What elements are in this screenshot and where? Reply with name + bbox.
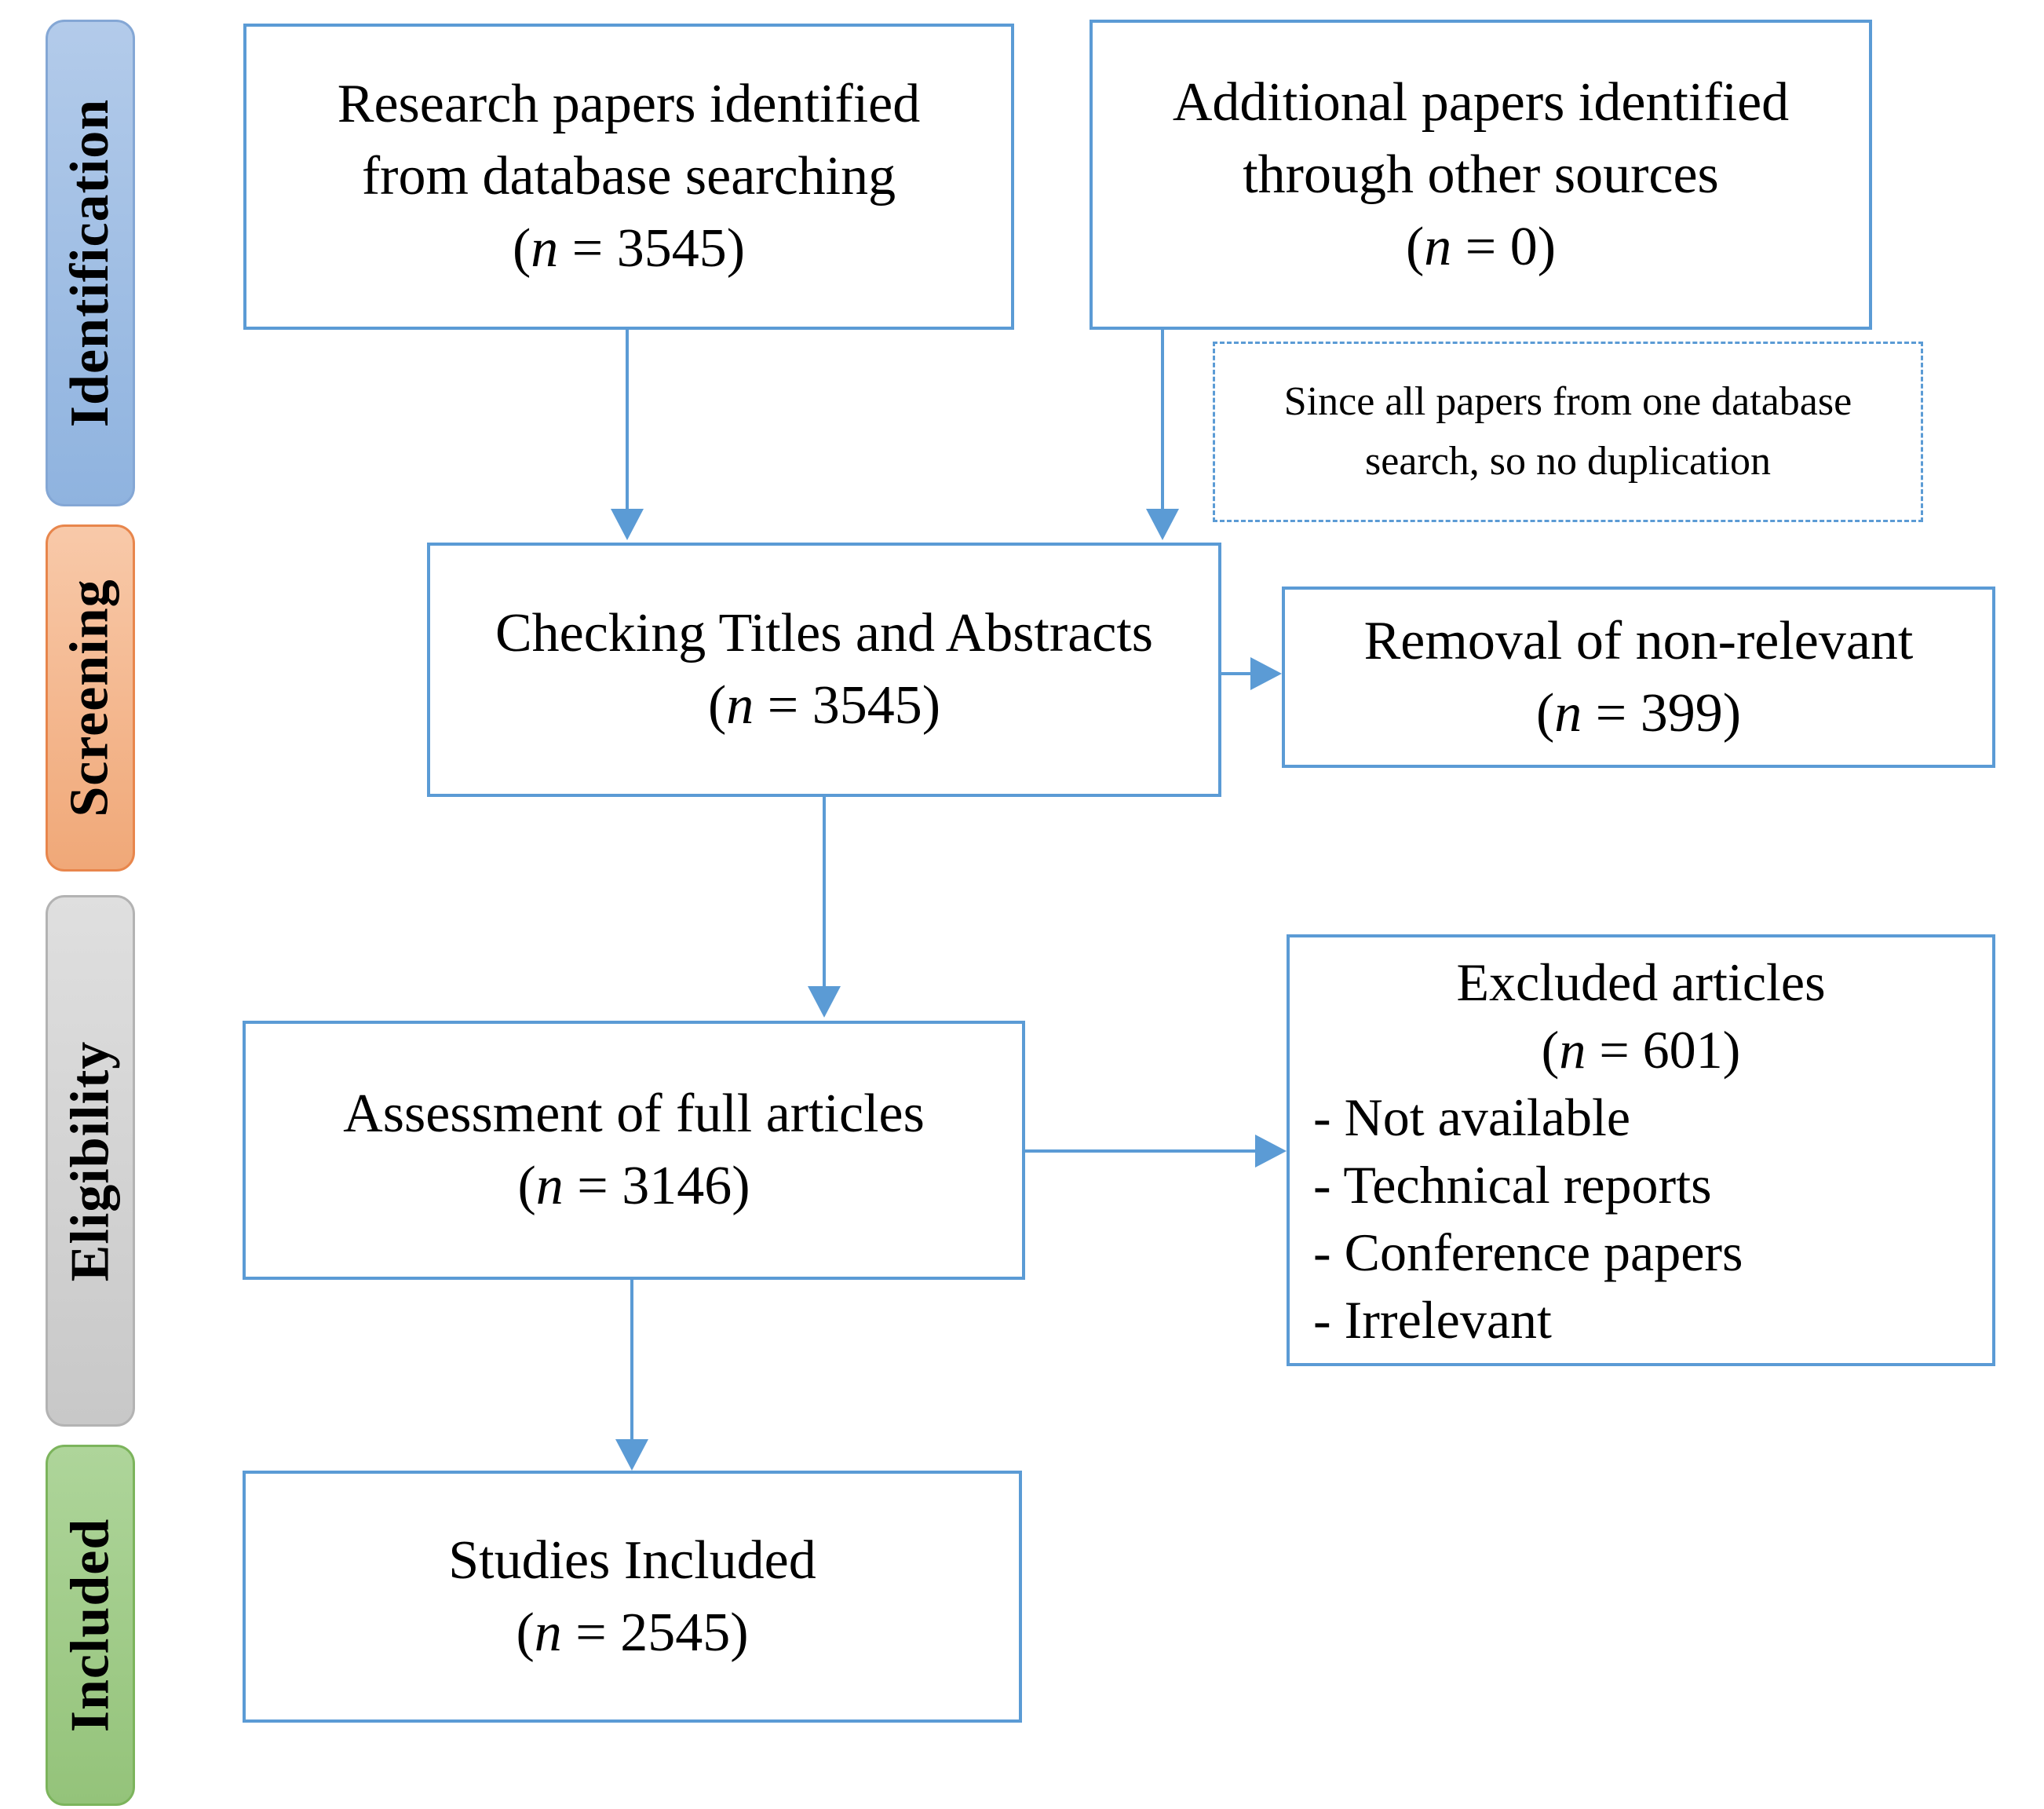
box-text-line: Excluded articles — [1456, 952, 1826, 1012]
box-text-line: Studies Included — [448, 1529, 816, 1591]
flow-box-checking-titles-abstracts: Checking Titles and Abstracts (n = 3545) — [427, 543, 1221, 797]
flow-box-excluded-articles: Excluded articles (n = 601) - Not availa… — [1287, 934, 1995, 1366]
flow-box-research-papers: Research papers identified from database… — [243, 24, 1014, 330]
box-text-line: Assessment of full articles — [343, 1084, 925, 1144]
note-box-no-duplication: Since all papers from one database searc… — [1213, 342, 1923, 522]
arrow-research-to-checking-line — [626, 330, 629, 510]
stage-label-screening: Screening — [60, 579, 121, 817]
excluded-reason-list: - Not available - Technical reports - Co… — [1290, 1084, 1992, 1354]
arrow-research-to-checking-head — [611, 509, 644, 540]
arrow-assessment-to-excluded-head — [1255, 1135, 1287, 1168]
flow-box-removal-non-relevant: Removal of non-relevant (n = 399) — [1282, 587, 1995, 768]
box-count: (n = 601) — [1541, 1020, 1741, 1080]
flow-box-studies-included: Studies Included (n = 2545) — [243, 1471, 1022, 1723]
box-text-line: Additional papers identified — [1172, 71, 1790, 133]
arrow-additional-to-checking-head — [1146, 509, 1179, 540]
excluded-reason-item: - Technical reports — [1313, 1155, 1712, 1215]
arrow-assessment-to-studies-head — [615, 1439, 648, 1471]
excluded-reason-item: - Irrelevant — [1313, 1290, 1552, 1350]
note-text-line: Since all papers from one database — [1283, 379, 1852, 424]
excluded-reason-item: - Conference papers — [1313, 1222, 1743, 1282]
stage-tab-screening: Screening — [46, 524, 135, 872]
excluded-reason-item: - Not available — [1313, 1087, 1631, 1147]
arrow-checking-to-removal-line — [1221, 672, 1253, 675]
note-text-line: search, so no duplication — [1365, 439, 1771, 484]
box-text-line: Research papers identified — [337, 74, 921, 134]
arrow-checking-to-assessment-line — [823, 797, 826, 988]
box-count: (n = 3146) — [517, 1156, 750, 1216]
box-text-line: Removal of non-relevant — [1363, 610, 1914, 671]
arrow-checking-to-removal-head — [1250, 657, 1282, 690]
stage-tab-included: Included — [46, 1445, 135, 1806]
stage-tab-identification: Identification — [46, 20, 135, 506]
box-text-line: through other sources — [1243, 144, 1719, 205]
stage-label-included: Included — [60, 1518, 120, 1733]
stage-label-eligibility: Eligibility — [60, 1040, 120, 1281]
arrow-checking-to-assessment-head — [808, 986, 841, 1018]
stage-tab-eligibility: Eligibility — [46, 895, 135, 1427]
box-count: (n = 3545) — [512, 218, 746, 279]
flow-box-assessment-full-articles: Assessment of full articles (n = 3146) — [243, 1021, 1025, 1280]
box-count: (n = 399) — [1535, 682, 1742, 744]
flow-box-additional-papers: Additional papers identified through oth… — [1090, 20, 1872, 330]
box-count: (n = 2545) — [516, 1602, 749, 1663]
arrow-assessment-to-studies-line — [630, 1280, 633, 1441]
arrow-assessment-to-excluded-line — [1025, 1149, 1257, 1153]
box-count: (n = 3545) — [707, 675, 941, 736]
arrow-additional-to-checking-line — [1161, 330, 1164, 510]
box-count: (n = 0) — [1405, 216, 1557, 277]
box-text-line: Checking Titles and Abstracts — [495, 603, 1154, 663]
box-text-line: from database searching — [361, 146, 896, 206]
stage-label-identification: Identification — [60, 98, 121, 428]
